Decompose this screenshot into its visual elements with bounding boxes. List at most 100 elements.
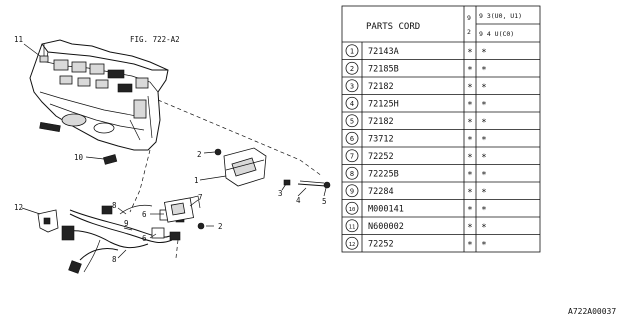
column-a-header: 9 2 [467, 14, 471, 36]
row-number-circle [345, 236, 359, 250]
row-number: 5 [350, 117, 354, 125]
row-number-circle [345, 44, 359, 58]
callout-12: 12 [14, 203, 23, 212]
part-code: 72182 [368, 117, 394, 127]
row-number: 6 [350, 135, 354, 143]
row-number-circle [345, 149, 359, 163]
part-12-bracket [37, 209, 59, 233]
callout-labels: 11 10 2 1 3 4 5 7 6 6 2 8 8 9 12 [14, 35, 327, 264]
column-b-header-bottom: 9 4 U(C0) [479, 30, 514, 38]
part-code: 72284 [368, 187, 394, 197]
applicability-mark-b: * [481, 100, 486, 110]
callout-7: 7 [198, 193, 203, 202]
row-number: 12 [349, 242, 356, 248]
row-number-circle [345, 201, 359, 215]
part-code: 72182 [368, 82, 394, 92]
part-code: 72225B [368, 169, 399, 179]
applicability-mark-a: * [467, 188, 472, 198]
applicability-mark-b: * [481, 170, 486, 180]
row-number: 11 [349, 224, 356, 230]
applicability-mark-a: * [467, 223, 472, 233]
part-2-screw-right [197, 222, 205, 230]
col-a-digit-2: 2 [467, 28, 471, 36]
row-number-circle [345, 219, 359, 233]
part-code: 72252 [368, 239, 394, 249]
row-number-circle [345, 166, 359, 180]
switch-assembly [163, 195, 201, 223]
part-code: 72143A [368, 47, 399, 57]
row-number-circle [345, 131, 359, 145]
applicability-mark-a: * [467, 100, 472, 110]
row-number-circle [345, 184, 359, 198]
table-row: 9 72284 * * [342, 181, 540, 198]
callout-10: 10 [74, 153, 84, 162]
applicability-mark-a: * [467, 83, 472, 93]
callout-1: 1 [194, 176, 199, 185]
dashed-leaders [129, 99, 323, 259]
applicability-mark-b: * [481, 205, 486, 215]
table-row: 7 72252 * * [342, 146, 540, 163]
wiring-harness [61, 204, 185, 274]
row-number-circle [345, 61, 359, 75]
figure-reference: FIG. 722-A2 [130, 35, 180, 44]
applicability-mark-a: * [467, 118, 472, 128]
row-number: 2 [350, 65, 354, 73]
callout-9: 9 [124, 219, 129, 228]
applicability-mark-b: * [481, 153, 486, 163]
table-row: 5 72182 * * [342, 111, 540, 128]
row-number-circle [345, 79, 359, 93]
callout-8b: 8 [112, 255, 117, 264]
row-number: 7 [350, 152, 354, 160]
applicability-mark-a: * [467, 170, 472, 180]
diagram-code: A722A00037 [568, 307, 616, 316]
applicability-mark-a: * [467, 205, 472, 215]
row-number: 1 [350, 47, 354, 55]
part-code: 72185B [368, 64, 399, 74]
callout-8a: 8 [112, 201, 117, 210]
row-number-circle [345, 114, 359, 128]
part-11-clip [39, 44, 49, 63]
table-row: 1 72143A * * [345, 44, 487, 58]
callout-11: 11 [14, 35, 23, 44]
col-a-digit-1: 9 [467, 14, 471, 22]
part-10-clip [85, 154, 118, 165]
part-1-panel [203, 147, 267, 187]
applicability-mark-b: * [481, 118, 486, 128]
part-code: 73712 [368, 134, 394, 144]
row-number: 3 [350, 82, 354, 90]
applicability-mark-a: * [467, 48, 472, 58]
applicability-mark-b: * [481, 48, 486, 58]
applicability-mark-b: * [481, 135, 486, 145]
table-row: 12 72252 * * [342, 234, 540, 250]
applicability-mark-a: * [467, 153, 472, 163]
part-code: 72125H [368, 99, 399, 109]
row-number-circle [345, 96, 359, 110]
callout-4: 4 [296, 196, 301, 205]
applicability-mark-a: * [467, 240, 472, 250]
applicability-mark-b: * [481, 65, 486, 75]
applicability-mark-b: * [481, 223, 486, 233]
row-number: 9 [350, 187, 354, 195]
part-code: M000141 [368, 204, 404, 214]
table-row: 2 72185B * * [342, 59, 540, 75]
part-code: 72252 [368, 152, 394, 162]
callout-6b: 6 [142, 234, 147, 243]
table-header: PARTS CORD [366, 22, 420, 32]
callout-6a: 6 [142, 210, 147, 219]
callout-3: 3 [278, 189, 283, 198]
applicability-mark-b: * [481, 188, 486, 198]
callout-2a: 2 [197, 150, 202, 159]
applicability-mark-b: * [481, 240, 486, 250]
applicability-mark-a: * [467, 135, 472, 145]
applicability-mark-a: * [467, 65, 472, 75]
column-b-header-top: 9 3(U0, U1) [479, 12, 522, 20]
callout-leaders [21, 43, 327, 259]
